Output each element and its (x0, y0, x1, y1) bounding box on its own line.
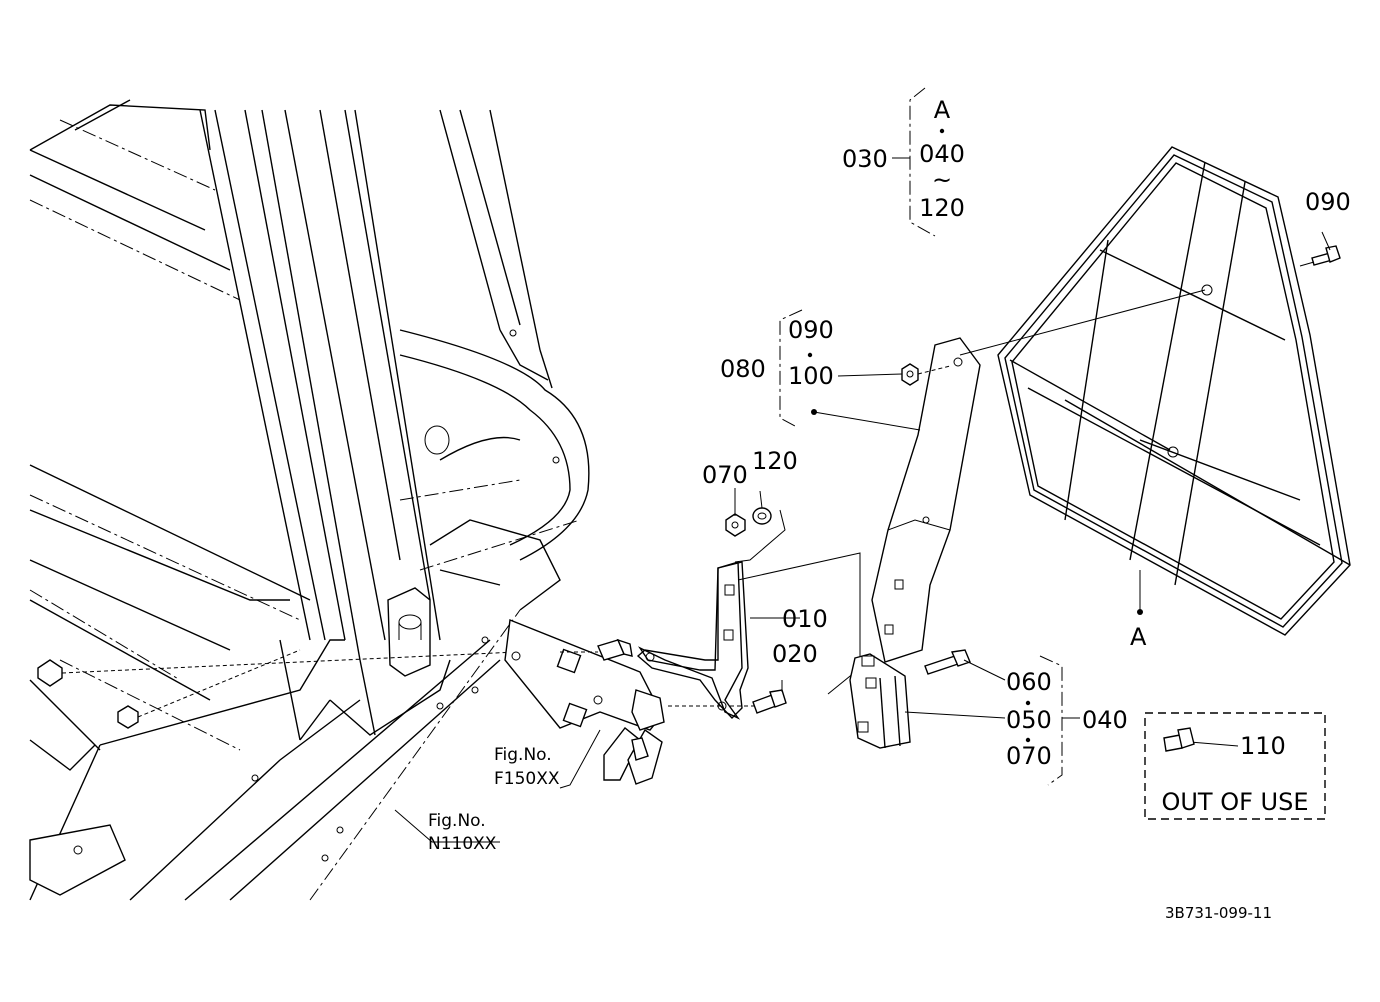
leader-lines (394, 157, 1331, 843)
label-110: 110 (1240, 732, 1286, 760)
label-090-group: 090 (788, 316, 834, 344)
bolt-110 (1163, 727, 1195, 752)
out-of-use-text: OUT OF USE (1161, 788, 1308, 816)
bracket-010 (636, 552, 861, 720)
figure-ref-n110xx: Fig.No. N110XX (428, 811, 497, 854)
grille-screen (959, 146, 1351, 636)
hinge-assembly (504, 619, 665, 785)
washer-120 (752, 507, 772, 525)
figure-ref-f150xx-line2: F150XX (494, 769, 560, 789)
label-090-right: 090 (1305, 188, 1351, 216)
view-marker-a: A (1130, 623, 1147, 651)
label-050: 050 (1006, 706, 1052, 734)
figure-ref-f150xx-line1: Fig.No. (494, 745, 552, 765)
label-030: 030 (842, 145, 888, 173)
group-brackets (779, 87, 1063, 786)
label-070-lower: 070 (1006, 742, 1052, 770)
bracket-080 (871, 337, 981, 663)
figure-ref-f150xx: Fig.No. F150XX (494, 745, 560, 789)
group-030-stack: A 040 ~ 120 (919, 96, 965, 222)
group-030-tilde: ~ (932, 166, 952, 194)
latch-050 (849, 649, 971, 749)
figure-ref-n110xx-line1: Fig.No. (428, 811, 486, 831)
label-060: 060 (1006, 668, 1052, 696)
cab-frame (29, 99, 590, 901)
label-040-group: 040 (1082, 706, 1128, 734)
drawing-number: 3B731-099-11 (1165, 904, 1272, 922)
group-030-from: 040 (919, 140, 965, 168)
label-100: 100 (788, 362, 834, 390)
figure-ref-n110xx-line2: N110XX (428, 834, 497, 854)
nut-070 (725, 513, 746, 537)
label-010: 010 (782, 605, 828, 633)
label-080: 080 (720, 355, 766, 383)
bolt-020 (752, 689, 787, 714)
label-070-upper: 070 (702, 461, 748, 489)
group-030-a: A (934, 96, 951, 124)
group-030-to: 120 (919, 194, 965, 222)
label-120-upper: 120 (752, 447, 798, 475)
label-020: 020 (772, 640, 818, 668)
